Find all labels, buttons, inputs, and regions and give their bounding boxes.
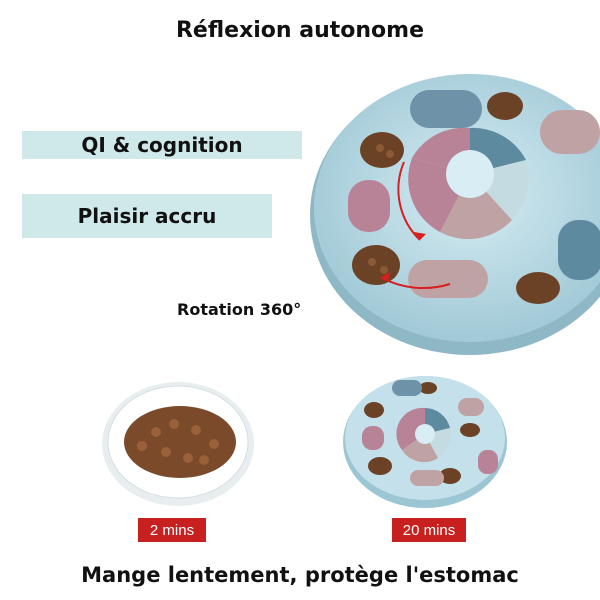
small-center-spinner [396, 407, 452, 463]
page-title: Réflexion autonome [175, 18, 424, 43]
small-cover-bottom [410, 470, 444, 486]
plate-illustration [102, 382, 254, 506]
pleasure-text: Plaisir accru [77, 204, 217, 228]
center-spinner [408, 127, 529, 240]
small-cover-right [458, 398, 484, 416]
iq-cognition-label: QI & cognition [22, 131, 302, 159]
pleasure-label: Plaisir accru [22, 194, 272, 238]
feeder-time-badge: 20 mins [392, 518, 466, 542]
small-feeder-illustration [343, 376, 507, 508]
feeder-time-text: 20 mins [402, 521, 456, 539]
rotation-arrow-head-1 [414, 232, 426, 240]
cover-right-low [558, 220, 600, 280]
small-cover-left [362, 426, 384, 450]
footer-tagline: Mange lentement, protège l'estomac [81, 563, 519, 587]
plate-time-badge: 2 mins [138, 518, 206, 542]
iq-cognition-text: QI & cognition [81, 133, 243, 157]
cover-left [348, 180, 390, 232]
cover-top [410, 90, 482, 128]
large-feeder-illustration [310, 74, 600, 355]
cover-bottom [408, 260, 488, 298]
kibble-pile [124, 406, 236, 478]
small-kibble-pockets [364, 382, 480, 484]
small-cover-top [392, 380, 422, 396]
plate-time-text: 2 mins [149, 521, 195, 539]
small-cover-right-low [478, 450, 498, 474]
cover-right [540, 110, 600, 154]
rotation-arrow-head-2 [380, 272, 390, 282]
rotation-arrow-1 [397, 161, 421, 241]
rotation-caption: Rotation 360° [177, 300, 302, 319]
